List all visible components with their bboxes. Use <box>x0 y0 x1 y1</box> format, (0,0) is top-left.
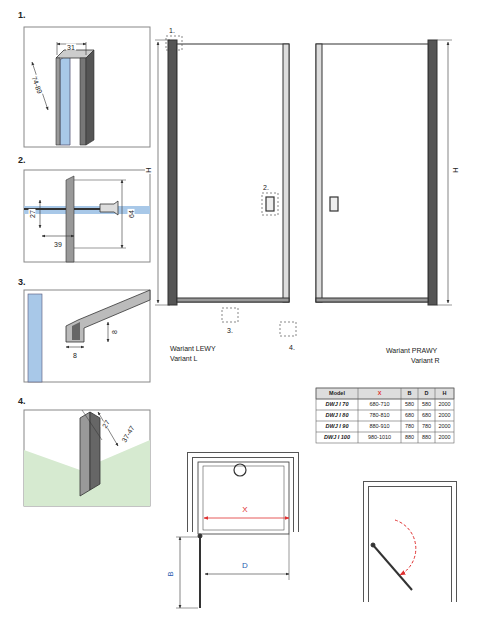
table-cell: 980-1010 <box>368 435 391 441</box>
table-cell: 780 <box>405 424 414 430</box>
dimension-label: 8 <box>111 329 118 335</box>
table-cell: Model <box>329 391 345 397</box>
table-cell: DWJ I 70 <box>326 402 349 408</box>
table-cell: 880-910 <box>369 424 389 430</box>
table-cell: 2000 <box>438 413 450 419</box>
dimension-label: D <box>241 562 249 570</box>
callout-number: Variant R <box>411 357 440 364</box>
plan-right <box>366 484 454 602</box>
table-cell: 2000 <box>438 402 450 408</box>
callout-number: 4. <box>18 397 26 406</box>
callout-number: 1. <box>169 27 175 34</box>
dimension-label: 74-89 <box>30 74 43 95</box>
table-cell: X <box>378 391 382 397</box>
table-cell: 780-810 <box>369 413 389 419</box>
callout-number: 3. <box>227 327 233 334</box>
table-cell: H <box>443 391 447 397</box>
callout-number: Wariant LEWY <box>170 345 216 352</box>
table-cell: B <box>408 391 412 397</box>
callout-number: 1. <box>18 11 26 20</box>
dimension-label: H <box>145 166 153 174</box>
table-cell: 680-710 <box>369 402 389 408</box>
callout-number: Variant L <box>170 355 198 362</box>
table-cell: 2000 <box>438 424 450 430</box>
detail-3-seal <box>28 290 150 382</box>
callout-number: 3. <box>18 278 26 287</box>
callout-number: Wariant PRAWY <box>386 347 437 354</box>
table-cell: 680 <box>422 413 431 419</box>
table-cell: DWJ I 100 <box>324 435 350 441</box>
table-cell: 580 <box>405 402 414 408</box>
door-left <box>155 36 296 336</box>
detail-frames <box>24 27 150 506</box>
dimension-label: 64 <box>128 209 135 219</box>
dimension-label: H <box>452 166 460 174</box>
door-right <box>316 40 452 305</box>
dimension-label: X <box>241 506 248 514</box>
spec-table <box>316 388 454 443</box>
dimension-label: 37-47 <box>120 424 136 445</box>
table-cell: DWJ I 90 <box>326 424 349 430</box>
table-cell: 880 <box>422 435 431 441</box>
callout-number: 4. <box>289 344 295 351</box>
dimension-label: 31 <box>66 44 76 51</box>
table-cell: 580 <box>422 402 431 408</box>
dimension-label: 8 <box>72 352 78 359</box>
dimension-label: B <box>167 570 175 577</box>
table-cell: DWJ I 80 <box>326 413 349 419</box>
table-cell: D <box>425 391 429 397</box>
table-cell: 680 <box>405 413 414 419</box>
table-cell: 880 <box>405 435 414 441</box>
dimension-label: 27 <box>29 209 36 219</box>
dimension-label: 39 <box>53 241 63 248</box>
plan-left <box>176 455 296 608</box>
detail-2-handle <box>24 176 150 262</box>
detail-4-floor <box>24 410 150 506</box>
table-cell: 780 <box>422 424 431 430</box>
callout-number: 2. <box>18 156 26 165</box>
dimension-label: 27 <box>100 418 111 430</box>
table-cell: 2000 <box>438 435 450 441</box>
callout-number: 2. <box>263 184 269 191</box>
